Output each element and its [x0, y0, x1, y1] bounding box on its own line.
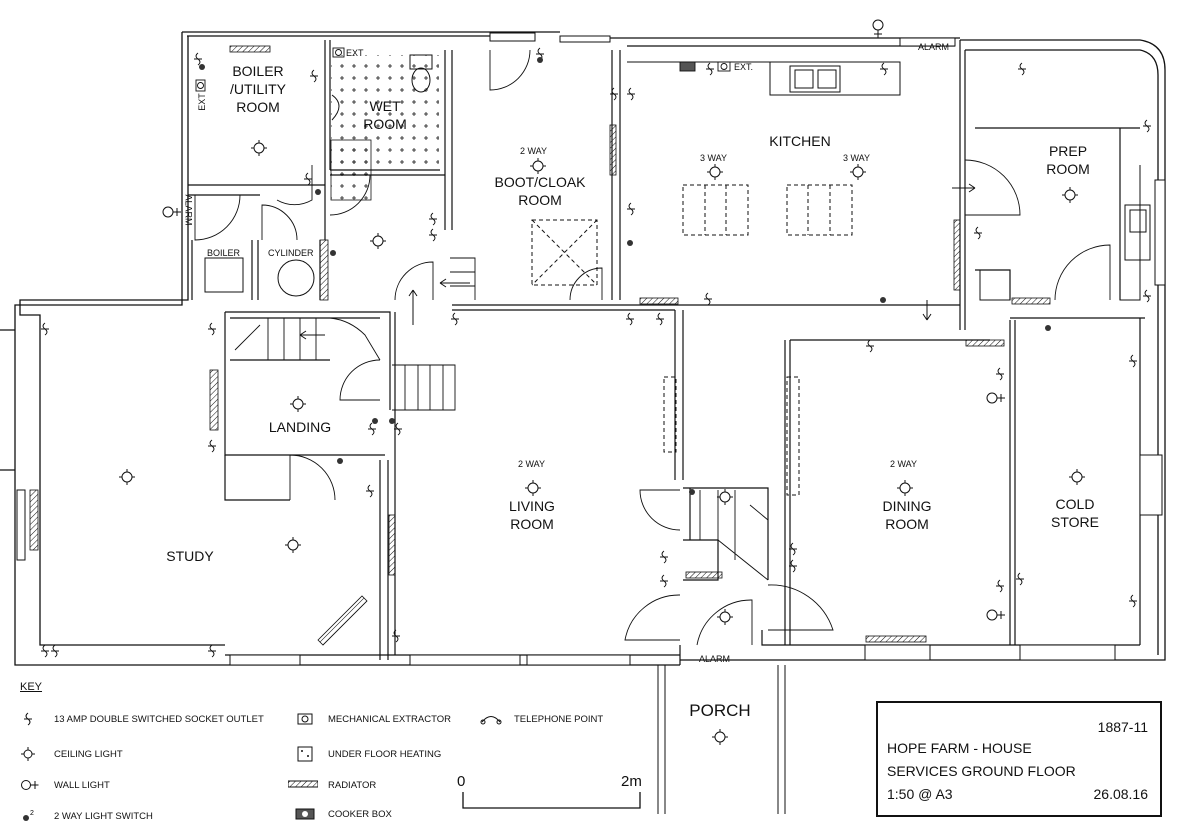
- key-item-telephone: TELEPHONE POINT: [478, 711, 603, 727]
- key-item-switch: 2 2 WAY LIGHT SWITCH: [18, 808, 153, 824]
- scale-start: 0: [457, 773, 466, 790]
- wall-lights: [162, 19, 1005, 621]
- note-ext-boiler: EXT: [196, 93, 207, 111]
- windows: [16, 32, 1166, 666]
- wall-light-icon: [21, 780, 39, 790]
- date-text: 26.08.16: [1093, 786, 1149, 802]
- note-cylinder: CYLINDER: [268, 248, 314, 258]
- key-label: 13 AMP DOUBLE SWITCHED SOCKET OUTLET: [54, 713, 264, 725]
- key-label: TELEPHONE POINT: [514, 713, 604, 725]
- room-label-dining-room: DINING ROOM: [882, 498, 932, 532]
- key-label: WALL LIGHT: [54, 779, 110, 791]
- note-3way-kitchen-left: 3 WAY: [700, 153, 728, 163]
- scale-text: 1:50 @ A3: [887, 786, 953, 802]
- note-2way-boot: 2 WAY: [520, 146, 548, 156]
- title-line-2: SERVICES GROUND FLOOR: [887, 763, 1076, 779]
- note-alarm-side: ALARM: [183, 194, 194, 226]
- room-label-prep-room: PREP ROOM: [1046, 143, 1090, 177]
- wet-room-fixtures: [331, 54, 433, 121]
- room-label-cold-store: COLD STORE: [1051, 496, 1099, 530]
- room-label-boiler-utility: BOILER /UTILITY ROOM: [229, 63, 286, 115]
- room-label-living-room: LIVING ROOM: [509, 498, 555, 532]
- direction-arrows: [299, 183, 976, 340]
- exterior-walls: [0, 31, 1166, 666]
- note-alarm-kitchen: ALARM: [918, 42, 950, 52]
- note-alarm-porch: ALARM: [699, 654, 731, 664]
- key-item-wall-light: WALL LIGHT: [18, 777, 110, 793]
- key-item-cooker: COOKER BOX: [292, 806, 392, 822]
- room-label-porch: PORCH: [689, 701, 751, 720]
- kitchen-units: [204, 61, 1151, 496]
- room-label-landing: LANDING: [268, 419, 332, 435]
- title-line-1: HOPE FARM - HOUSE: [887, 740, 1032, 756]
- svg-text:2: 2: [30, 810, 34, 817]
- key-label: CEILING LIGHT: [54, 748, 123, 760]
- room-label-study: STUDY: [166, 548, 214, 564]
- key-item-radiator: RADIATOR: [288, 777, 376, 793]
- key-item-extractor: MECHANICAL EXTRACTOR: [292, 711, 451, 727]
- cooker-box-icon: [295, 808, 315, 820]
- key-label: UNDER FLOOR HEATING: [328, 748, 442, 760]
- ceiling-light-icon: [21, 747, 35, 761]
- extractors: [195, 47, 731, 92]
- key-item-ceiling-light: CEILING LIGHT: [18, 746, 123, 762]
- extractor-icon: [297, 713, 313, 725]
- key-item-underfloor: UNDER FLOOR HEATING: [292, 746, 441, 762]
- radiators: [29, 45, 1051, 646]
- room-label-kitchen: KITCHEN: [769, 133, 831, 149]
- note-ext-kitchen: EXT.: [734, 62, 754, 72]
- staircases: [234, 257, 769, 581]
- note-2way-living: 2 WAY: [518, 459, 546, 469]
- note-ext-wet: EXT: [346, 48, 364, 58]
- scale-end: 2m: [621, 773, 642, 790]
- key-label: MECHANICAL EXTRACTOR: [328, 713, 451, 725]
- ceiling-lights: [118, 139, 1086, 746]
- drawing-number: 1887-11: [1097, 719, 1148, 735]
- key-label: 2 WAY LIGHT SWITCH: [54, 810, 153, 822]
- note-boiler: BOILER: [207, 248, 241, 258]
- key-label: RADIATOR: [328, 779, 377, 791]
- underfloor-heating-icon: [297, 746, 313, 762]
- radiator-icon: [288, 780, 318, 788]
- key-label: COOKER BOX: [328, 808, 392, 820]
- room-label-wet-room: WET ROOM: [363, 98, 407, 132]
- socket-outlet-icon: [24, 712, 32, 726]
- key-title: KEY: [20, 681, 43, 693]
- telephone-point-icon: [480, 716, 502, 725]
- note-3way-kitchen-right: 3 WAY: [843, 153, 871, 163]
- door-swings: [194, 49, 1111, 646]
- title-block: 1887-11 HOPE FARM - HOUSE SERVICES GROUN…: [876, 701, 1162, 817]
- socket-outlets: [40, 47, 1152, 658]
- room-label-boot-cloak: BOOT/CLOAK ROOM: [494, 174, 586, 208]
- key-item-socket: 13 AMP DOUBLE SWITCHED SOCKET OUTLET: [18, 711, 264, 727]
- note-2way-dining: 2 WAY: [890, 459, 918, 469]
- porch-posts: [657, 665, 786, 814]
- light-switch-icon: 2: [23, 810, 34, 821]
